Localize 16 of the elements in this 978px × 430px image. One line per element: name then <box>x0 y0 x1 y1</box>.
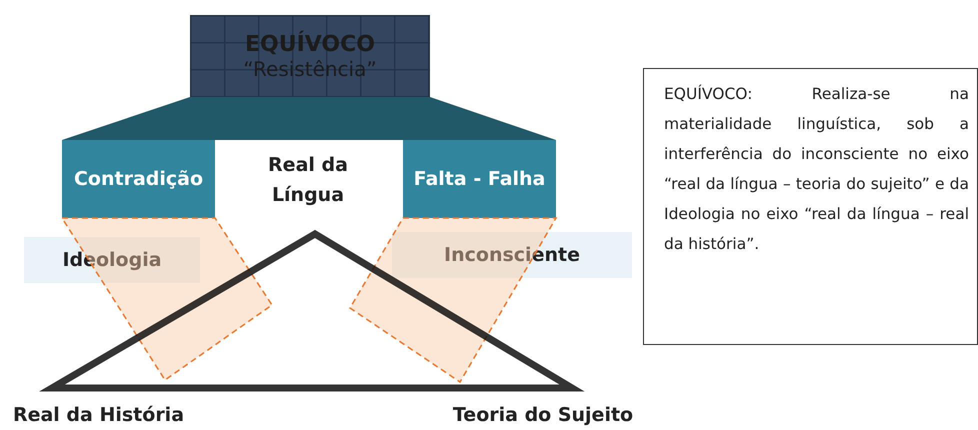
title-box <box>190 15 430 97</box>
concept-box <box>62 140 215 218</box>
axis-label: Real da História <box>12 403 186 428</box>
note-box <box>643 68 978 345</box>
concept-box <box>403 140 556 218</box>
band-label: Ideologia <box>62 249 162 271</box>
heading: EQUÍVOCO <box>245 32 375 56</box>
band-label: Inconsciente <box>444 244 580 266</box>
axis-label: Real da Língua <box>267 153 349 208</box>
box-label: Falta - Falha <box>414 168 546 190</box>
subheading: “Resistência” <box>243 56 377 80</box>
note-text: EQUÍVOCO: Realiza-se na materialidade linguística, sob a interferência do inconsciente no eixo “real da língua – teoria do sujeito” e da Ideologia no eixo “real da língua – real da história”. <box>664 84 969 255</box>
label-band <box>392 232 632 278</box>
trapezoid-band <box>62 97 556 140</box>
box-label: Contradição <box>74 168 204 190</box>
axis-label: Teoria do Sujeito <box>452 403 634 428</box>
